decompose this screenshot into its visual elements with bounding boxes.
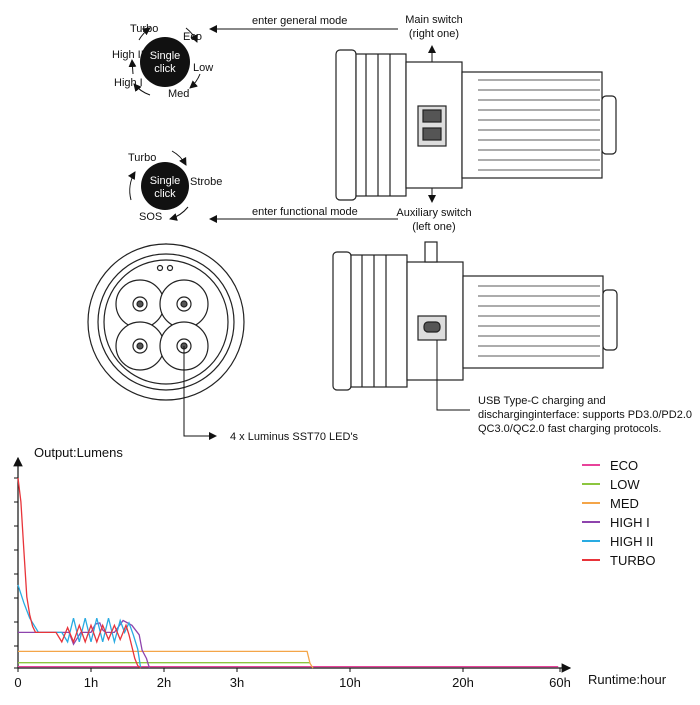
usb-note-line: QC3.0/QC2.0 fast charging protocols. — [478, 423, 662, 435]
aux-switch-label: Auxiliary switch — [396, 207, 472, 219]
usb-note-line: USB Type-C charging and — [478, 395, 606, 407]
legend-label: TURBO — [610, 553, 656, 568]
legend-label: LOW — [610, 477, 640, 492]
runtime-chart: 0 1h 2h 3h 10h 20h 60h ECO LOW MED HIGH I HIGH II TU… — [13, 456, 656, 690]
main-switch-label: Main switch — [405, 14, 463, 26]
general-mode-item: Med — [168, 88, 190, 100]
legend-label: HIGH I — [610, 515, 650, 530]
x-tick-label: 60h — [549, 675, 571, 690]
general-mode-item: Low — [193, 62, 214, 74]
x-tick-label: 1h — [84, 675, 98, 690]
functional-mode-item: Strobe — [190, 176, 223, 188]
aux-switch-sublabel: (left one) — [412, 221, 456, 233]
single-click-label-2: click — [154, 63, 176, 75]
flashlight-top-view — [335, 49, 617, 201]
legend-label: HIGH II — [610, 534, 653, 549]
led-note: 4 x Luminus SST70 LED's — [230, 431, 359, 443]
x-tick-label: 2h — [157, 675, 171, 690]
general-mode-item: High II — [112, 49, 144, 61]
functional-mode-cycle — [127, 150, 189, 221]
functional-mode-item: SOS — [139, 211, 163, 223]
series-line-high-i — [18, 619, 151, 669]
series-line-med — [18, 650, 314, 669]
functional-mode-arrow-label: enter functional mode — [252, 206, 358, 218]
led-callout-line — [183, 346, 217, 440]
x-tick-label: 20h — [452, 675, 474, 690]
usb-note-line: discharginginterface: supports PD3.0/PD2… — [478, 409, 693, 421]
usb-callout-line — [436, 340, 470, 411]
x-tick-label: 0 — [14, 675, 21, 690]
functional-mode-item: Turbo — [128, 152, 157, 164]
x-tick-label: 3h — [230, 675, 244, 690]
x-tick-label: 10h — [339, 675, 361, 690]
general-mode-item: High I — [114, 77, 143, 89]
general-mode-item: Eco — [183, 31, 202, 43]
legend-label: MED — [610, 496, 639, 511]
general-mode-item: Turbo — [130, 23, 159, 35]
chart-ylabel: Output:Lumens — [34, 445, 123, 460]
general-mode-cycle — [128, 27, 201, 96]
legend-label: ECO — [610, 458, 638, 473]
single-click-label: Single — [149, 175, 181, 187]
series-line-turbo — [17, 477, 142, 669]
flashlight-side-view — [332, 241, 618, 391]
single-click-label: Single — [149, 50, 181, 62]
aux-switch-icon — [424, 241, 438, 263]
main-switch-sublabel: (right one) — [408, 28, 460, 40]
single-click-button-icon-2 — [141, 162, 189, 210]
single-click-button-icon — [140, 37, 190, 87]
general-mode-arrow-label: enter general mode — [252, 15, 348, 27]
chart-xlabel: Runtime:hour — [588, 672, 667, 687]
flashlight-front-view — [87, 243, 245, 401]
single-click-label-2: click — [154, 188, 176, 200]
